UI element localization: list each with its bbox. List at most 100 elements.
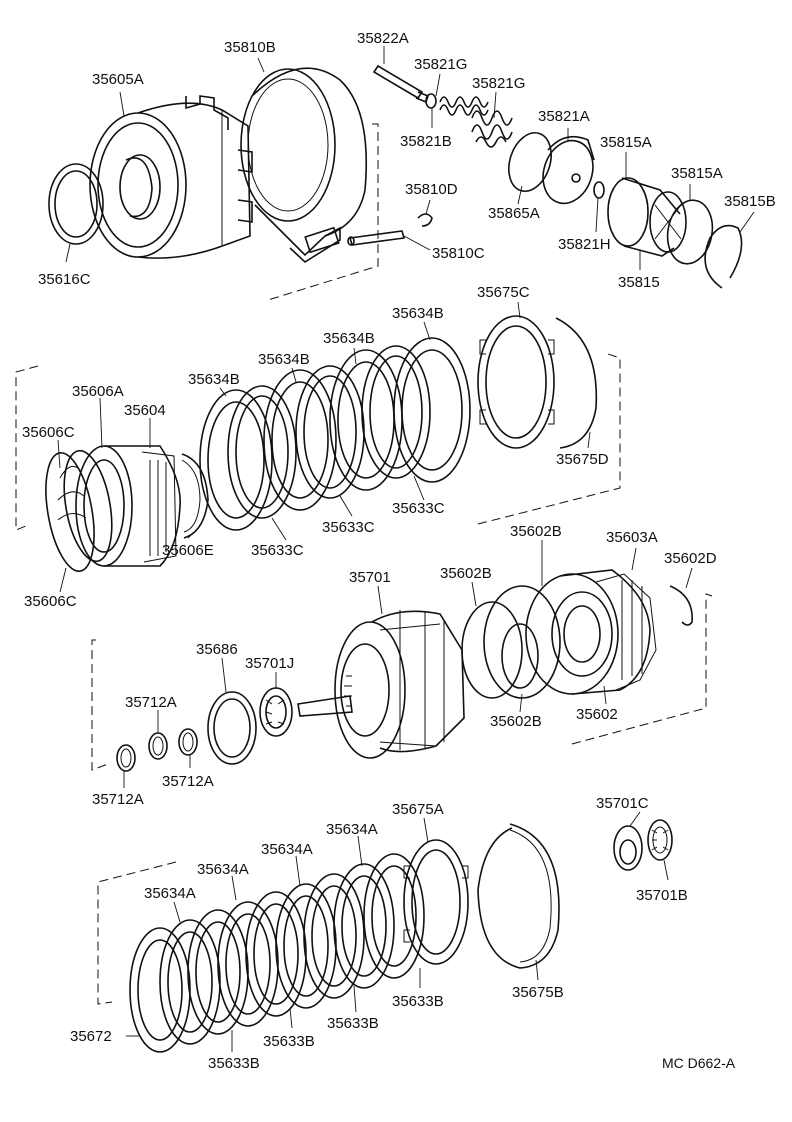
piston-35606A — [75, 445, 181, 567]
label-35821G-2: 35821G — [472, 75, 525, 92]
label-35634B-2: 35634B — [323, 330, 375, 347]
label-35822A: 35822A — [357, 30, 409, 47]
label-35634A-3: 35634A — [197, 861, 249, 878]
bearing-race-35602B-1 — [461, 601, 523, 699]
pin-35810C — [347, 230, 406, 246]
label-35633B-4: 35633B — [208, 1055, 260, 1072]
label-35606C-2: 35606C — [24, 593, 77, 610]
label-35712A-3: 35712A — [92, 791, 144, 808]
disc-35633C-3 — [361, 345, 431, 479]
piston-35603A — [595, 573, 657, 691]
label-35603A: 35603A — [606, 529, 658, 546]
label-35633C-1: 35633C — [392, 500, 445, 517]
flange-35675C — [477, 315, 555, 449]
bearing-35701J — [259, 687, 293, 737]
part-group-clutch-pack-c — [15, 315, 621, 573]
label-35815A-2: 35815A — [671, 165, 723, 182]
label-35634B-4: 35634B — [188, 371, 240, 388]
drum-35605A — [89, 95, 253, 259]
label-35712A-1: 35712A — [125, 694, 177, 711]
disc-plate-35634B-1 — [199, 389, 273, 531]
disc-35633B-4 — [333, 863, 395, 989]
label-35815B: 35815B — [724, 193, 776, 210]
sleeve-35815 — [607, 177, 687, 257]
label-35701J: 35701J — [245, 655, 294, 672]
label-35675D: 35675D — [556, 451, 609, 468]
washer-35712A-2 — [148, 732, 168, 760]
label-35634A-1: 35634A — [326, 821, 378, 838]
support-35602 — [525, 569, 651, 695]
label-35606A: 35606A — [72, 383, 124, 400]
label-35633B-2: 35633B — [327, 1015, 379, 1032]
part-number-labels: 35605A 35810B 35822A 35821G 35821G 35821… — [22, 30, 776, 1072]
label-35602B-1: 35602B — [510, 523, 562, 540]
bearing-race-35602B-3 — [501, 623, 539, 689]
brake-band-35810B — [240, 67, 368, 264]
label-35821G-1: 35821G — [414, 56, 467, 73]
spring-35821G-small — [439, 96, 489, 116]
label-35821A: 35821A — [538, 108, 590, 125]
bearing-35701B — [647, 819, 673, 861]
label-35701: 35701 — [349, 569, 391, 586]
part-group-overdrive-sun-gear — [91, 569, 713, 772]
label-35605A: 35605A — [92, 71, 144, 88]
label-35815A-1: 35815A — [600, 134, 652, 151]
plate-35634A-3 — [303, 873, 365, 999]
label-35606C-1: 35606C — [22, 424, 75, 441]
snap-ring-35821H — [593, 181, 605, 199]
part-group-overdrive-housing — [48, 64, 743, 301]
label-35810C: 35810C — [432, 245, 485, 262]
label-35633C-2: 35633C — [322, 519, 375, 536]
label-35602D: 35602D — [664, 550, 717, 567]
disc-plate-35634B-4 — [393, 337, 471, 483]
label-35810D: 35810D — [405, 181, 458, 198]
plate-35634A-4 — [363, 853, 425, 979]
washer-35712A-3 — [178, 728, 198, 756]
label-35602: 35602 — [576, 706, 618, 723]
race-35701C — [613, 825, 643, 871]
flange-35675A — [403, 839, 469, 965]
leader-lines — [57, 46, 755, 1052]
label-35675B: 35675B — [512, 984, 564, 1001]
diagram-reference-code: MC D662-A — [662, 1055, 736, 1071]
label-35672: 35672 — [70, 1028, 112, 1045]
label-35633B-1: 35633B — [392, 993, 444, 1010]
snap-ring-35606E — [181, 453, 209, 539]
snap-ring-35675B — [477, 823, 560, 969]
label-35634A-4: 35634A — [144, 885, 196, 902]
label-35815: 35815 — [618, 274, 660, 291]
label-35633C-3: 35633C — [251, 542, 304, 559]
label-35810B: 35810B — [224, 39, 276, 56]
label-35675C: 35675C — [477, 284, 530, 301]
snap-ring-35602D — [669, 585, 693, 626]
label-35602B-3: 35602B — [490, 713, 542, 730]
piston-35821A — [542, 135, 595, 205]
label-35602B-2: 35602B — [440, 565, 492, 582]
label-35604: 35604 — [124, 402, 166, 419]
label-35675A: 35675A — [392, 801, 444, 818]
label-35686: 35686 — [196, 641, 238, 658]
label-35634B-3: 35634B — [258, 351, 310, 368]
label-35821H: 35821H — [558, 236, 611, 253]
washer-35821B — [425, 93, 437, 109]
label-35821B: 35821B — [400, 133, 452, 150]
label-35634B-1: 35634B — [392, 305, 444, 322]
label-35701B: 35701B — [636, 887, 688, 904]
label-35712A-2: 35712A — [162, 773, 214, 790]
part-group-thrust-bearing — [613, 819, 673, 871]
disc-35633C-1 — [227, 385, 297, 519]
label-35634A-2: 35634A — [261, 841, 313, 858]
seal-35815A — [666, 199, 714, 265]
spring-35821G-large — [471, 110, 513, 148]
race-35686 — [207, 691, 257, 765]
label-35865A: 35865A — [488, 205, 540, 222]
label-35606E: 35606E — [162, 542, 214, 559]
o-ring-35865A — [508, 132, 552, 192]
snap-ring-35675D — [555, 317, 598, 449]
spring-seat-35606C — [45, 449, 113, 573]
disc-plate-35634B-3 — [329, 349, 403, 491]
washer-35712A-1 — [116, 744, 136, 772]
disc-plate-35634B-2 — [263, 369, 337, 511]
label-35633B-3: 35633B — [263, 1033, 315, 1050]
ring-35616C — [48, 163, 104, 245]
